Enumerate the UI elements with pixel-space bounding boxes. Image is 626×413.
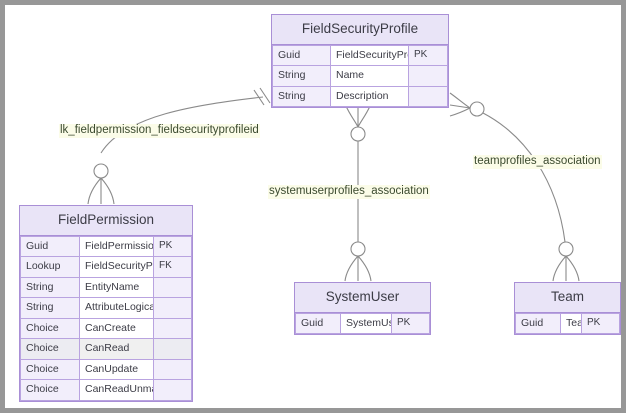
- field-key: PK: [581, 312, 620, 334]
- field-key: [408, 85, 448, 107]
- entity-fieldpermission[interactable]: FieldPermission Guid FieldPermissionId P…: [19, 205, 193, 402]
- field-key: [153, 276, 192, 298]
- table-row[interactable]: Lookup FieldSecurityProfileId FK: [20, 256, 192, 278]
- entity-title: SystemUser: [295, 283, 430, 313]
- table-row[interactable]: Guid FieldPermissionId PK: [20, 235, 192, 257]
- field-type: String: [20, 276, 80, 298]
- entity-field-table: Guid FieldPermissionId PK Lookup FieldSe…: [20, 235, 192, 401]
- field-key: FK: [153, 256, 192, 278]
- table-row[interactable]: Guid FieldSecurityProfileId PK: [272, 44, 448, 66]
- field-name: Description: [330, 85, 409, 107]
- entity-systemuser[interactable]: SystemUser Guid SystemUserId PK: [294, 282, 431, 335]
- relationship-label-lk-fieldpermission-fieldsecurityprofileid[interactable]: lk_fieldpermission_fieldsecurityprofilei…: [59, 124, 260, 138]
- field-key: PK: [391, 312, 430, 334]
- field-key: [153, 358, 192, 380]
- field-type: String: [272, 85, 331, 107]
- field-type: Guid: [20, 235, 80, 257]
- field-name: CanCreate: [79, 317, 154, 339]
- relationship-label-systemuserprofiles-association[interactable]: systemuserprofiles_association: [268, 185, 430, 199]
- entity-team[interactable]: Team Guid TeamID PK: [514, 282, 621, 335]
- field-key: [153, 379, 192, 401]
- field-name: FieldPermissionId: [79, 235, 154, 257]
- field-name: EntityName: [79, 276, 154, 298]
- field-name: FieldSecurityProfileId: [330, 44, 409, 66]
- field-key: [153, 297, 192, 319]
- field-key: [153, 317, 192, 339]
- relationship-label-teamprofiles-association[interactable]: teamprofiles_association: [473, 155, 602, 169]
- diagram-surface[interactable]: FieldSecurityProfile Guid FieldSecurityP…: [5, 5, 621, 408]
- connector-layer: [87, 87, 580, 282]
- connector-teamprofiles-association[interactable]: [449, 92, 580, 282]
- field-type: String: [272, 65, 331, 87]
- field-type: Guid: [295, 312, 341, 334]
- table-row[interactable]: String EntityName: [20, 276, 192, 298]
- field-key: [408, 65, 448, 87]
- entity-field-table: Guid FieldSecurityProfileId PK String Na…: [272, 44, 448, 108]
- entity-title: FieldSecurityProfile: [272, 15, 448, 45]
- field-key: PK: [408, 44, 448, 66]
- field-type: Choice: [20, 379, 80, 401]
- field-type: Choice: [20, 358, 80, 380]
- table-row[interactable]: Guid TeamID PK: [515, 312, 620, 334]
- table-row[interactable]: String Name: [272, 65, 448, 87]
- field-key: PK: [153, 235, 192, 257]
- table-row[interactable]: String AttributeLogicalName: [20, 297, 192, 319]
- field-name: AttributeLogicalName: [79, 297, 154, 319]
- field-name: Name: [330, 65, 409, 87]
- table-row[interactable]: Choice CanCreate: [20, 317, 192, 339]
- field-type: Choice: [20, 317, 80, 339]
- connector-systemuserprofiles-association[interactable]: [344, 105, 372, 282]
- field-name: SystemUserId: [340, 312, 392, 334]
- entity-fieldsecurityprofile[interactable]: FieldSecurityProfile Guid FieldSecurityP…: [271, 14, 449, 108]
- table-row[interactable]: String Description: [272, 85, 448, 107]
- connector-lk-fieldpermission-fieldsecurityprofileid[interactable]: [87, 87, 271, 205]
- field-name: CanRead: [79, 338, 154, 360]
- field-key: [153, 338, 192, 360]
- entity-title: Team: [515, 283, 620, 313]
- field-type: String: [20, 297, 80, 319]
- entity-field-table: Guid SystemUserId PK: [295, 312, 430, 335]
- field-type: Guid: [515, 312, 561, 334]
- table-row[interactable]: Choice CanRead: [20, 338, 192, 360]
- table-row[interactable]: Choice CanUpdate: [20, 358, 192, 380]
- field-type: Choice: [20, 338, 80, 360]
- field-type: Guid: [272, 44, 331, 66]
- field-name: TeamID: [560, 312, 582, 334]
- entity-field-table: Guid TeamID PK: [515, 312, 620, 335]
- field-name: FieldSecurityProfileId: [79, 256, 154, 278]
- entity-title: FieldPermission: [20, 206, 192, 236]
- field-name: CanUpdate: [79, 358, 154, 380]
- table-row[interactable]: Guid SystemUserId PK: [295, 312, 430, 334]
- table-row[interactable]: Choice CanReadUnmasked: [20, 379, 192, 401]
- field-type: Lookup: [20, 256, 80, 278]
- field-name: CanReadUnmasked: [79, 379, 154, 401]
